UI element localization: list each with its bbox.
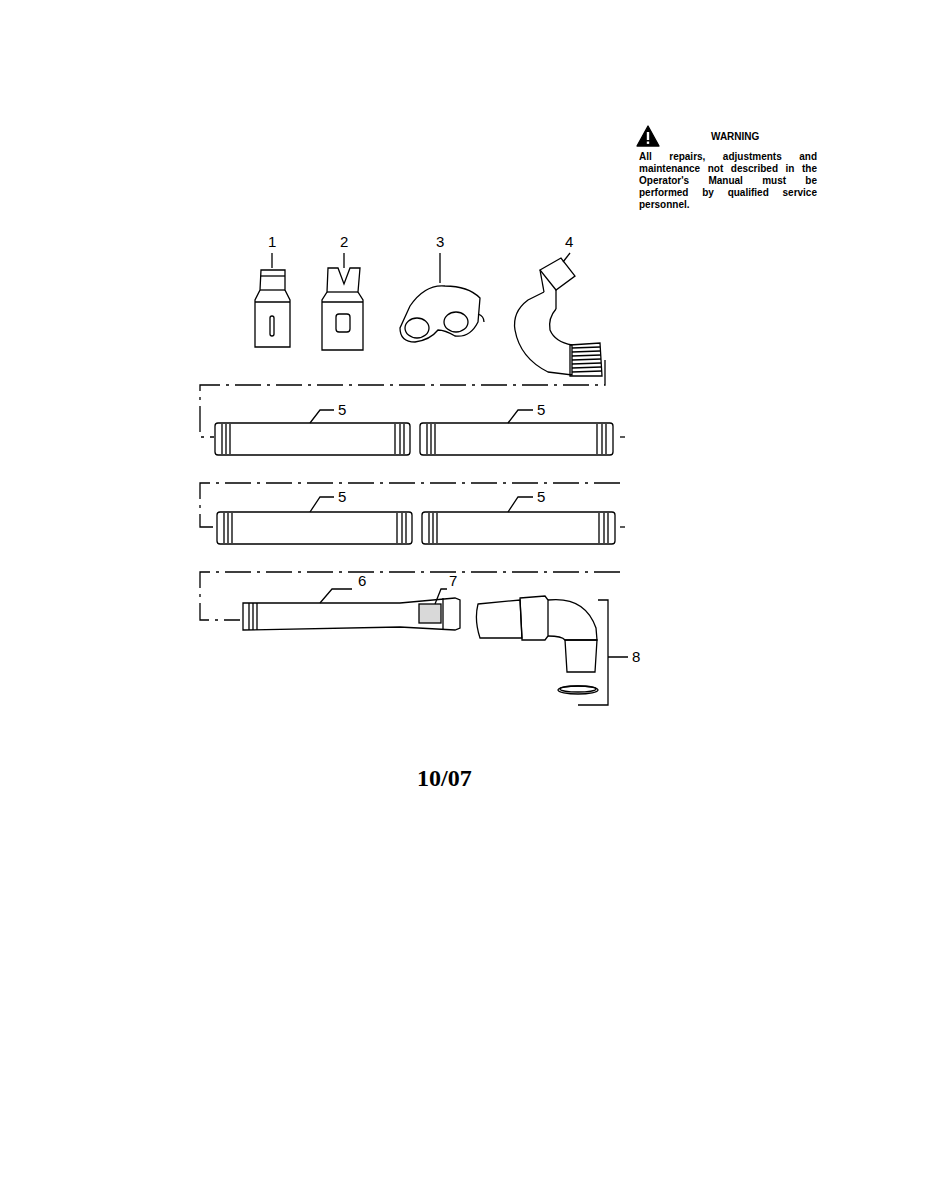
warning-heading: WARNING: [711, 131, 759, 143]
date-code: 10/07: [417, 765, 472, 791]
tube-part: [243, 589, 460, 630]
callout-number: 4: [565, 234, 573, 250]
callout-number: 2: [340, 234, 348, 250]
callout-number: 8: [632, 649, 640, 665]
elbow-part: [476, 596, 628, 705]
curved-tube-part: [515, 253, 602, 376]
tube-part: [215, 410, 615, 544]
warning-text: All repairs, adjustments and maintenance…: [639, 151, 817, 211]
callout-number: 6: [358, 573, 366, 589]
callout-number: 5: [338, 402, 346, 418]
callout-number: 7: [449, 573, 457, 589]
nozzle-part: [322, 253, 363, 350]
adapter-part: [255, 253, 290, 347]
goggles-part: [400, 253, 484, 342]
chain-line: [200, 360, 625, 620]
callout-number: 5: [537, 489, 545, 505]
callout-number: 1: [268, 234, 276, 250]
callout-number: 5: [537, 402, 545, 418]
warning-icon: [637, 126, 659, 146]
callout-number: 5: [338, 489, 346, 505]
callout-number: 3: [436, 234, 444, 250]
